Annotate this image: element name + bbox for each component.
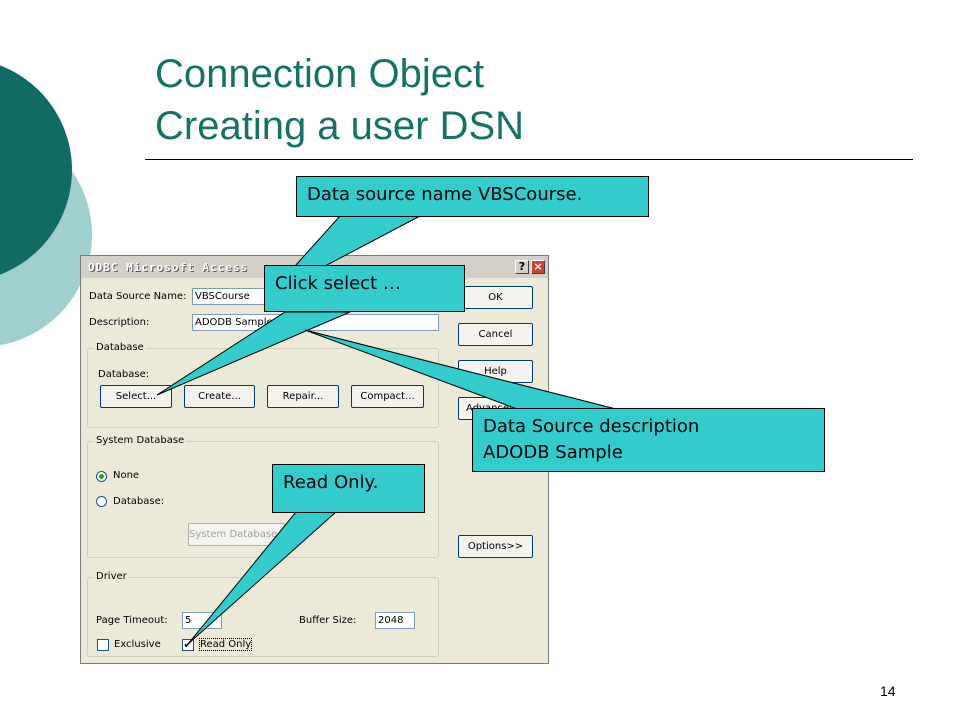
read-only-checkbox[interactable]: ✔ <box>182 638 194 651</box>
database-radio-label: Database: <box>113 496 165 507</box>
description-field[interactable]: ADODB Sample <box>192 314 439 331</box>
create-button[interactable]: Create... <box>184 385 255 408</box>
database-radio[interactable] <box>96 496 107 507</box>
options-button[interactable]: Options>> <box>458 535 533 558</box>
none-radio[interactable] <box>96 471 107 482</box>
driver-group-caption: Driver <box>94 571 129 582</box>
page-timeout-label: Page Timeout: <box>96 615 168 626</box>
ok-button[interactable]: OK <box>458 286 533 309</box>
read-only-label: Read Only <box>198 638 253 651</box>
compact-button[interactable]: Compact... <box>351 385 424 408</box>
description-callout: Data Source description ADODB Sample <box>472 408 825 472</box>
repair-button[interactable]: Repair... <box>267 385 339 408</box>
system-database-group-caption: System Database <box>94 435 187 446</box>
title-divider <box>145 159 913 160</box>
help-button[interactable]: Help <box>458 360 533 383</box>
select-button[interactable]: Select... <box>100 385 172 408</box>
data-source-name-label: Data Source Name: <box>89 291 187 302</box>
buffer-size-label: Buffer Size: <box>299 615 357 626</box>
database-label: Database: <box>98 369 150 380</box>
help-icon[interactable]: ? <box>515 260 529 274</box>
title-line-1: Connection Object <box>155 52 485 96</box>
driver-group: Driver Page Timeout: 5 Buffer Size: 2048… <box>87 571 439 657</box>
dsn-name-callout: Data source name VBSCourse. <box>296 176 649 217</box>
dialog-title: ODBC Microsoft Access <box>88 261 249 274</box>
system-database-button[interactable]: System Database... <box>188 523 287 546</box>
click-select-callout: Click select … <box>264 265 465 312</box>
cancel-button[interactable]: Cancel <box>458 323 533 346</box>
page-timeout-field[interactable]: 5 <box>182 612 222 629</box>
page-number: 14 <box>880 683 896 699</box>
exclusive-label: Exclusive <box>114 639 161 650</box>
database-group-caption: Database <box>94 342 146 353</box>
slide-title: Connection Object Creating a user DSN <box>155 48 524 152</box>
title-line-2: Creating a user DSN <box>155 104 525 148</box>
exclusive-checkbox[interactable] <box>97 639 109 651</box>
none-radio-label: None <box>113 470 140 481</box>
close-icon[interactable]: × <box>531 260 545 274</box>
description-label: Description: <box>89 317 150 328</box>
buffer-size-field[interactable]: 2048 <box>375 612 415 629</box>
database-group: Database Database: Select... Create... R… <box>87 342 439 428</box>
read-only-callout: Read Only. <box>272 464 425 513</box>
